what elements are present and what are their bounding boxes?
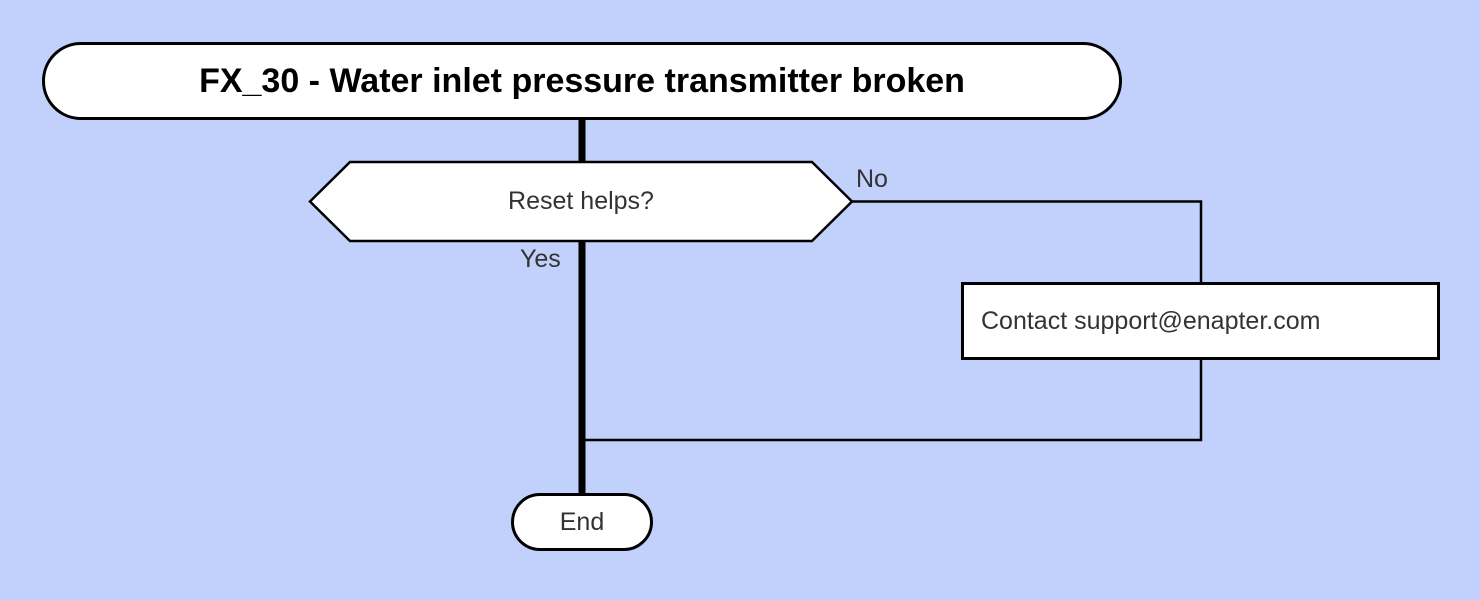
end-node-label: End [559,508,605,536]
action-node: Contact support@enapter.com [961,282,1440,360]
end-node: End [511,493,653,551]
title-node: FX_30 - Water inlet pressure transmitter… [42,42,1122,120]
decision-node-label: Reset helps? [508,187,654,215]
action-node-label: Contact support@enapter.com [981,307,1321,335]
decision-hexagon-shape [308,160,854,243]
title-node-label: FX_30 - Water inlet pressure transmitter… [199,61,965,100]
yes-branch-label: Yes [520,245,561,273]
no-branch-label: No [856,165,888,193]
